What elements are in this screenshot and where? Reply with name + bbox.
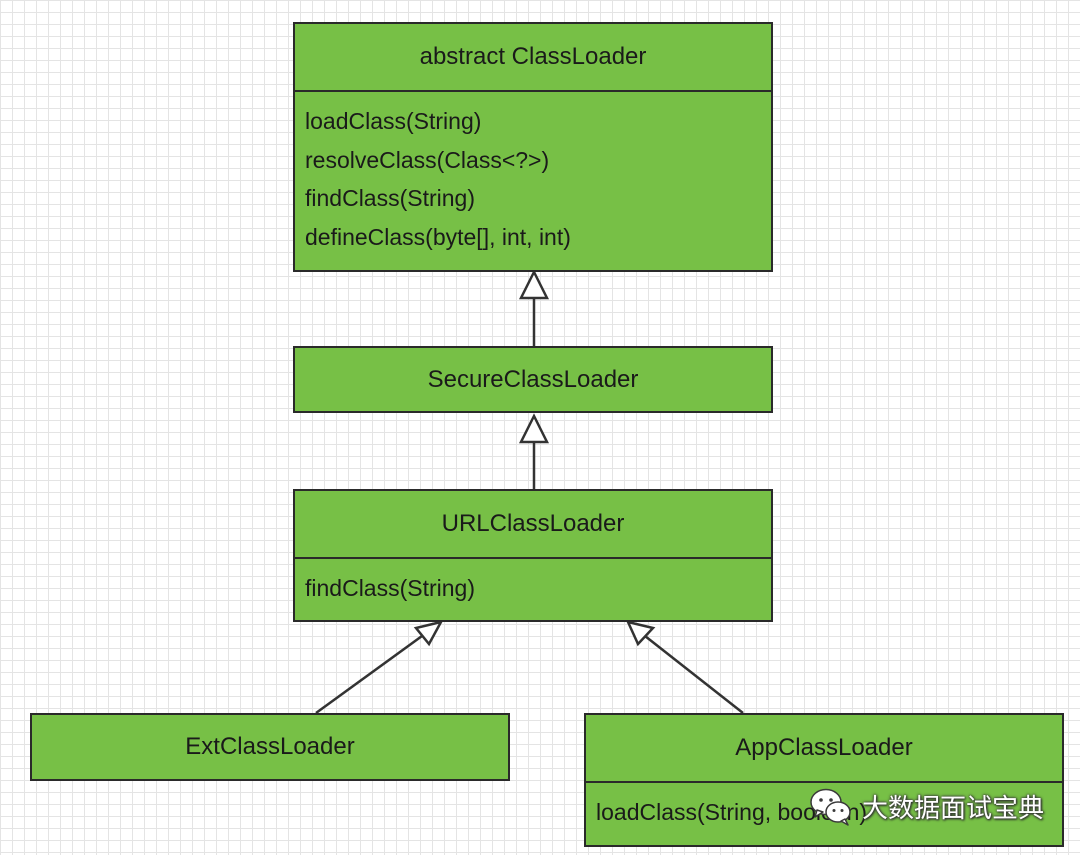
- class-box-secure-classloader: SecureClassLoader: [293, 346, 773, 413]
- generalization-arrowhead: [625, 620, 656, 647]
- class-box-ext-classloader: ExtClassLoader: [30, 713, 510, 781]
- wechat-icon: [810, 788, 851, 826]
- class-box-url-classloader: URLClassLoader findClass(String): [293, 489, 773, 622]
- class-name: SecureClassLoader: [427, 365, 639, 393]
- class-name: abstract ClassLoader: [419, 43, 647, 70]
- link-ext-to-url: [315, 634, 423, 715]
- method-item: defineClass(byte[], int, int): [305, 223, 571, 250]
- link-app-to-url: [644, 635, 744, 714]
- method-item: findClass(String): [305, 185, 475, 211]
- method-item: resolveClass(Class<?>): [305, 146, 550, 173]
- method-list: loadClass(String) resolveClass(Class<?>)…: [295, 90, 771, 256]
- class-box-classloader: abstract ClassLoader loadClass(String) r…: [293, 22, 773, 272]
- class-name: URLClassLoader: [441, 510, 625, 537]
- watermark: 大数据面试宝典: [808, 782, 1044, 830]
- class-name: ExtClassLoader: [185, 733, 355, 760]
- method-list: findClass(String): [295, 557, 771, 608]
- watermark-text: 大数据面试宝典: [862, 793, 1045, 824]
- class-name: AppClassLoader: [735, 734, 913, 761]
- generalization-arrowhead: [413, 620, 444, 647]
- generalization-arrowhead: [518, 413, 550, 444]
- generalization-arrowhead: [518, 269, 550, 300]
- method-item: findClass(String): [305, 575, 475, 601]
- method-item: loadClass(String): [305, 108, 482, 134]
